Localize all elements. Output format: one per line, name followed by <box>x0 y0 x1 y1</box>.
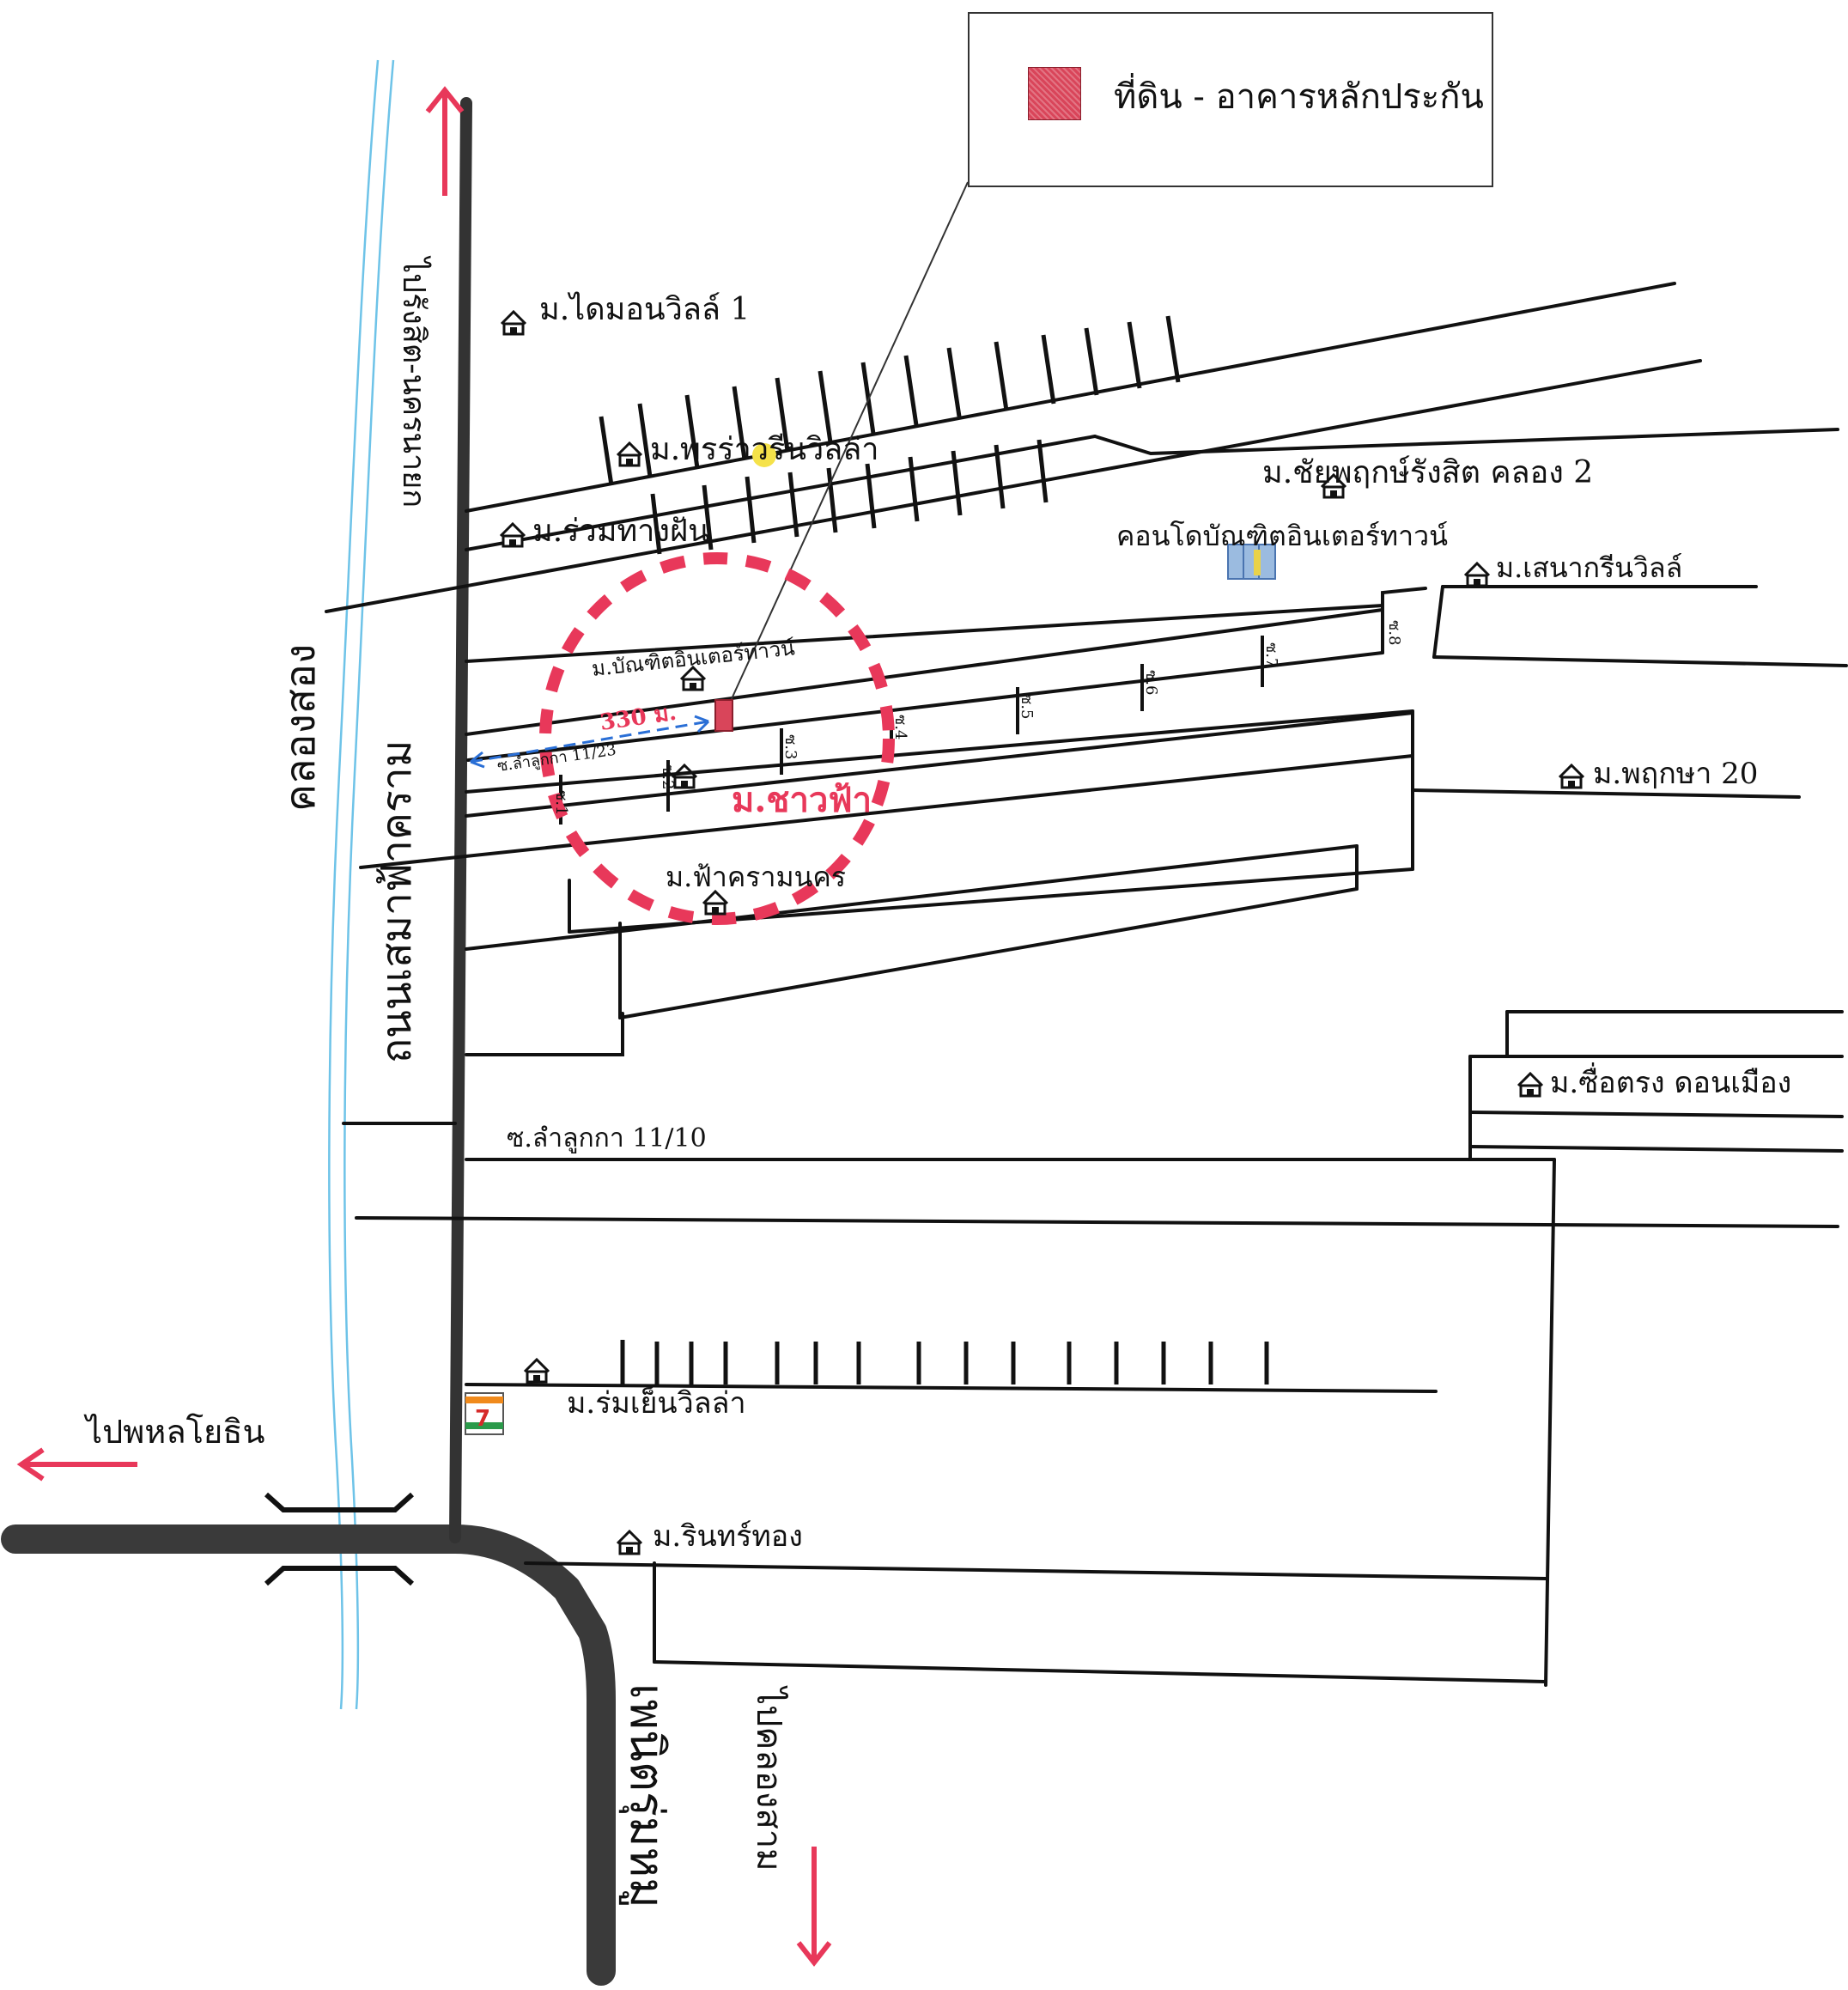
house-icon-prueksa20 <box>1558 764 1585 789</box>
main-road <box>449 97 472 1543</box>
label-main-road: ถนนเสมาฟ้าคราม <box>373 740 421 1063</box>
house-icon-fah-kram-nakorn <box>702 890 729 916</box>
label-soi-2: ซ.2 <box>659 764 677 789</box>
upper-lots <box>599 315 1181 555</box>
label-bandit-intertown: ม.บัณฑิตอินเตอร์ทาวน์ <box>591 636 796 681</box>
house-icon-rinthong <box>616 1530 643 1555</box>
yellow-marker <box>752 443 776 467</box>
label-fah-kram-nakorn: ม.ฟ้าครามนคร <box>666 861 846 893</box>
label-highway: เพนิตรุ่มหมู <box>618 1683 674 1908</box>
label-prueksa20: ม.พฤกษา 20 <box>1593 757 1758 791</box>
label-suetrong: ม.ซื่อตรง ดอนเมือง <box>1550 1062 1791 1100</box>
label-south-direction: ไปคลองสาม <box>749 1685 788 1871</box>
label-west-direction: ไปพหลโยธิน <box>83 1413 264 1451</box>
house-icon-ruam-thang-fan <box>499 522 526 548</box>
label-soi-1110: ซ.ลำลูกกา 11/10 <box>507 1123 707 1153</box>
house-icon-diamond <box>500 310 527 336</box>
highway <box>1 1524 616 1986</box>
label-prueksa-villa: ม.พรร่าวรีนวิลล่า <box>650 432 879 467</box>
label-soi-1: ซ.1 <box>552 790 570 815</box>
label-soi-3: ซ.3 <box>781 734 799 759</box>
label-soi-8: ซ.8 <box>1385 620 1403 645</box>
label-canal: คลองสอง <box>277 644 325 812</box>
canal <box>328 59 395 1710</box>
lower-roads <box>342 1010 1844 1687</box>
label-soi-4: ซ.4 <box>891 715 909 739</box>
legend-swatch-icon <box>1028 67 1081 120</box>
condo-building-icon <box>1227 544 1276 580</box>
north-arrow-icon <box>425 86 465 196</box>
legend-pointer <box>729 181 969 703</box>
house-icon-senagreenville <box>1463 562 1491 587</box>
west-arrow-icon <box>16 1447 137 1482</box>
legend-label: ที่ดิน - อาคารหลักประกัน <box>1114 77 1484 117</box>
label-charfah: ม.ชาวฟ้า <box>732 780 872 820</box>
label-senagreenville: ม.เสนากรีนวิลล์ <box>1496 551 1682 584</box>
bridge <box>264 1492 415 1586</box>
label-soi-5: ซ.5 <box>1018 694 1036 719</box>
house-icon-prueksa-villa <box>616 441 643 467</box>
label-chaiyaphruek: ม.ชัยพฤกษ์รังสิต คลอง 2 <box>1262 455 1593 490</box>
label-north-direction: ไปรังสิต-นครนายก <box>396 255 432 508</box>
seven-eleven-icon: 7 <box>465 1392 504 1435</box>
south-arrow-icon <box>796 1847 832 1967</box>
label-condo-bandit: คอนโดบัณฑิตอินเตอร์ทาวน์ <box>1116 520 1448 552</box>
upper-roads <box>325 282 1848 1056</box>
house-icon-romyen <box>523 1358 550 1384</box>
lower-lots <box>620 1340 1269 1384</box>
label-soi-6: ซ.6 <box>1142 670 1160 695</box>
svg-text:7: 7 <box>475 1406 490 1432</box>
collateral-property-marker <box>714 699 733 732</box>
radius-circle <box>539 552 895 925</box>
distance-arrow <box>470 715 710 769</box>
label-distance: 330 ม. <box>599 700 678 736</box>
label-ruam-thang-fan: ม.ร่วมทางฝัน <box>532 514 709 549</box>
label-soi-7: ซ.7 <box>1262 642 1280 667</box>
house-icon-suetrong <box>1517 1072 1544 1098</box>
label-rinthong: ม.รินทร์ทอง <box>653 1519 803 1554</box>
label-diamond-ville: ม.ไดมอนวิลล์ 1 <box>539 291 750 327</box>
legend: ที่ดิน - อาคารหลักประกัน <box>968 12 1493 187</box>
label-romyen-villa: ม.ร่มเย็นวิลล่า <box>567 1385 746 1421</box>
